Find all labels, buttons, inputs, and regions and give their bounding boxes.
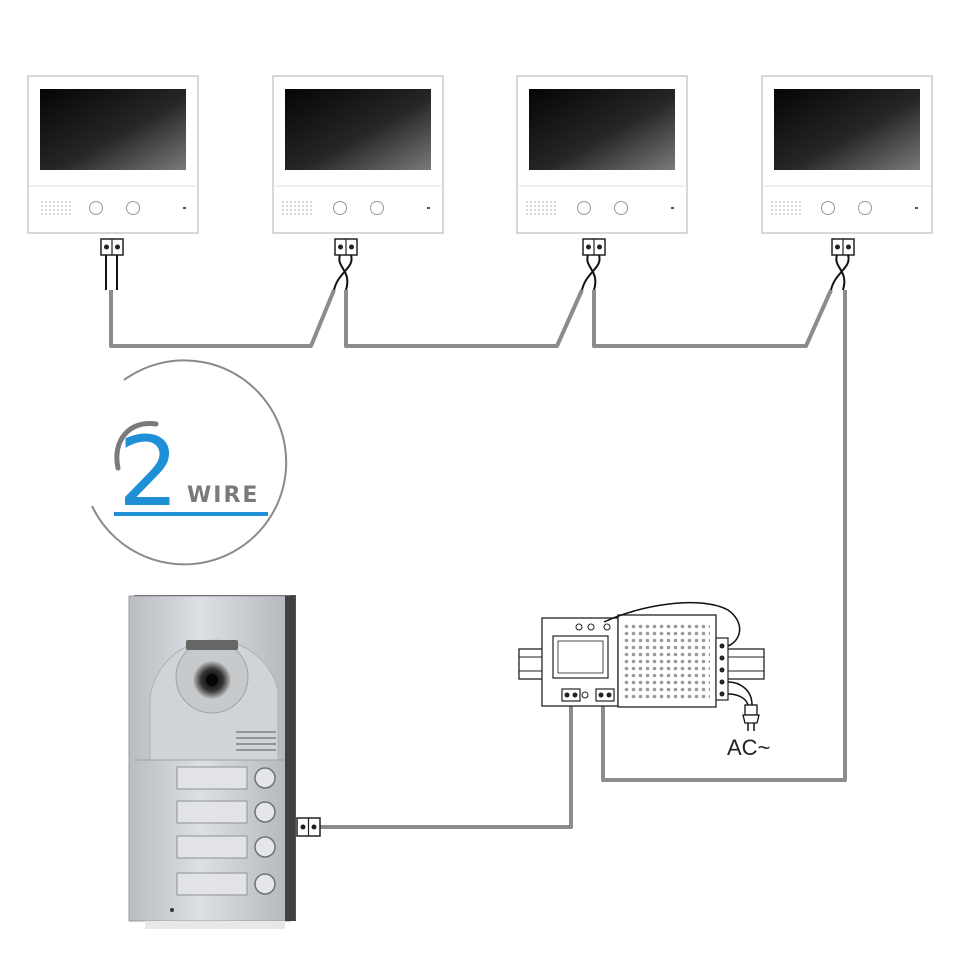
status-led [427, 207, 430, 209]
call-button-row-2 [176, 800, 276, 824]
wire-monitor2-to-monitor3 [344, 289, 584, 348]
wire-monitor3-to-monitor4 [592, 289, 833, 348]
wire-door-station-to-power-supply [320, 702, 573, 829]
bus-wiring [109, 289, 847, 829]
controller-top-terminals [575, 623, 611, 631]
unlock-button-icon [370, 201, 384, 215]
logo-circle-arc [91, 359, 288, 566]
logo-number: 2 [118, 416, 179, 528]
screw-hole [170, 908, 174, 912]
controller-output-terminals [561, 688, 615, 702]
door-station [128, 595, 296, 929]
talk-button-icon [821, 201, 835, 215]
status-led [671, 207, 674, 209]
name-plate [176, 835, 248, 859]
ac-label: AC~ [727, 735, 770, 760]
door-station-edge [285, 596, 295, 921]
two-wire-logo: 2 WIRE [91, 359, 288, 566]
indoor-monitor-3 [516, 75, 688, 234]
psu-vent [624, 624, 710, 700]
name-plate [176, 872, 248, 896]
monitor-screen [285, 89, 431, 170]
door-station-terminal [296, 817, 321, 837]
status-led [183, 207, 186, 209]
ac-cord-2 [727, 693, 749, 706]
name-plate [176, 800, 248, 824]
call-button-4 [254, 873, 276, 895]
monitor-terminal-2 [334, 238, 358, 256]
psu-link-wire [603, 601, 741, 647]
monitor-terminal-4 [831, 238, 855, 256]
speaker-grill [525, 200, 557, 215]
talk-button-icon [577, 201, 591, 215]
status-led [915, 207, 918, 209]
door-station-foot [145, 921, 285, 929]
speaker-grill [39, 200, 71, 215]
name-plate [176, 766, 248, 790]
monitor-terminal-3 [582, 238, 606, 256]
indoor-monitor-4 [761, 75, 933, 234]
indoor-monitor-2 [272, 75, 444, 234]
door-speaker-grill [236, 731, 276, 751]
speaker-grill [769, 200, 801, 215]
logo-word: WIRE [187, 483, 259, 508]
indoor-monitor-1 [27, 75, 199, 234]
ac-cord [727, 681, 753, 706]
wire-monitor4-to-power-supply [601, 290, 847, 782]
monitor-screen [529, 89, 675, 170]
call-button-1 [254, 767, 276, 789]
talk-button-icon [89, 201, 103, 215]
ac-plug-icon [742, 704, 760, 731]
wire-monitor1-to-monitor2 [109, 289, 336, 348]
monitor-screen [40, 89, 186, 170]
power-supply: AC~ [518, 601, 770, 760]
call-button-row-3 [176, 835, 276, 859]
unlock-button-icon [614, 201, 628, 215]
unlock-button-icon [126, 201, 140, 215]
call-button-2 [254, 801, 276, 823]
monitor-screen [774, 89, 920, 170]
speaker-grill [281, 200, 313, 215]
monitor-terminal-1 [100, 238, 124, 256]
unlock-button-icon [858, 201, 872, 215]
call-button-row-1 [176, 766, 276, 790]
ir-led-strip [186, 640, 238, 650]
terminal-leads [105, 254, 850, 291]
logo-swoosh-gray [114, 421, 159, 471]
call-button-row-4 [176, 872, 276, 896]
call-button-3 [254, 836, 276, 858]
talk-button-icon [333, 201, 347, 215]
